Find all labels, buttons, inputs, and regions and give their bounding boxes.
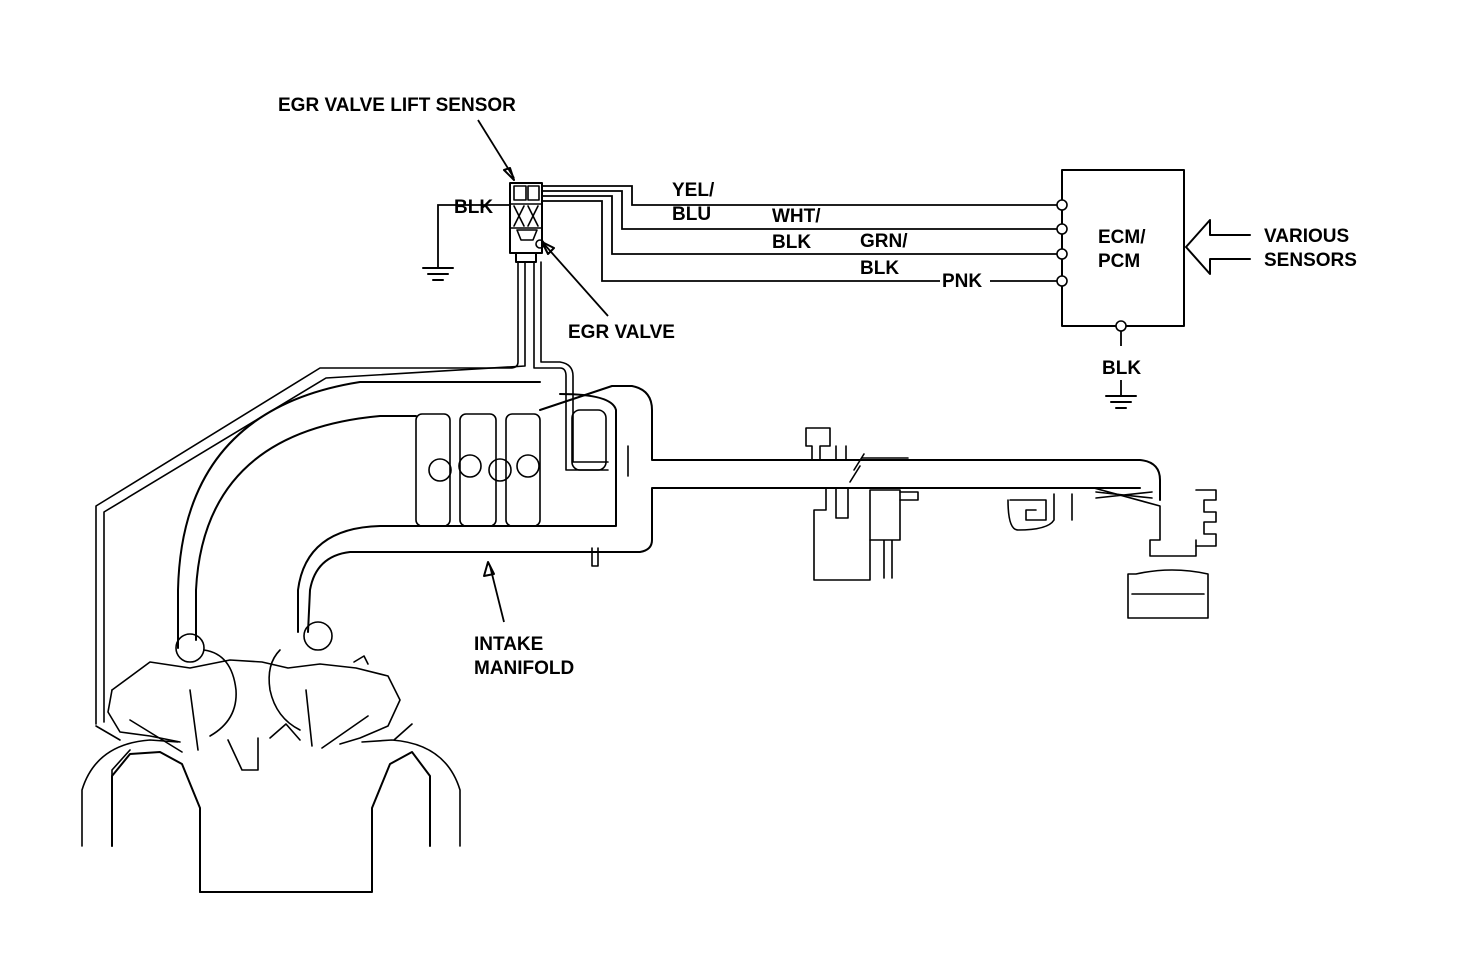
callouts: EGR VALVE LIFT SENSOR EGR VALVE INTAKE M… <box>278 95 675 679</box>
ecm-terminal-3 <box>1056 248 1068 260</box>
wire-wht-blk <box>542 190 1057 230</box>
throttle-body <box>793 427 919 581</box>
egr-pipes <box>95 261 609 725</box>
wire-3-color-top: GRN/ <box>860 231 908 252</box>
engine-block <box>81 649 461 893</box>
various-label: VARIOUS <box>1264 226 1349 247</box>
manifold-label: MANIFOLD <box>474 658 574 679</box>
ecm-terminal-4 <box>1056 275 1068 287</box>
sensors-label: SENSORS <box>1264 250 1357 271</box>
air-intake-duct <box>1007 487 1217 619</box>
egr-lift-sensor-label: EGR VALVE LIFT SENSOR <box>278 95 516 116</box>
wire-4-color: PNK <box>942 271 982 292</box>
egr-valve-assembly <box>509 182 545 263</box>
ecm-label: ECM/ <box>1098 227 1146 248</box>
wire-2-color-bottom: BLK <box>772 232 811 253</box>
intake-label: INTAKE <box>474 634 543 655</box>
egr-valve-label: EGR VALVE <box>568 322 675 343</box>
sensor-ground: BLK <box>422 197 510 281</box>
wire-grn-blk <box>542 195 1057 255</box>
ecm-pcm-box: ECM/ PCM BLK <box>1056 169 1185 409</box>
ecm-ground-label: BLK <box>1102 358 1141 379</box>
ecm-terminal-2 <box>1056 223 1068 235</box>
wire-yel-blu <box>542 185 1057 206</box>
wiring-harness: YEL/ BLU WHT/ BLK GRN/ BLK PNK <box>542 180 1057 292</box>
sensor-ground-label: BLK <box>454 197 493 218</box>
wire-2-color-top: WHT/ <box>772 206 821 227</box>
various-sensors-arrow: VARIOUS SENSORS <box>1185 219 1357 275</box>
pcm-label: PCM <box>1098 251 1140 272</box>
intake-manifold <box>175 381 1161 663</box>
ecm-terminal-1 <box>1056 199 1068 211</box>
wire-3-color-bottom: BLK <box>860 258 899 279</box>
wire-1-color-bottom: BLU <box>672 204 711 225</box>
ecm-ground-terminal <box>1115 320 1127 332</box>
wire-1-color-top: YEL/ <box>672 180 715 201</box>
wire-pnk <box>542 200 1057 282</box>
